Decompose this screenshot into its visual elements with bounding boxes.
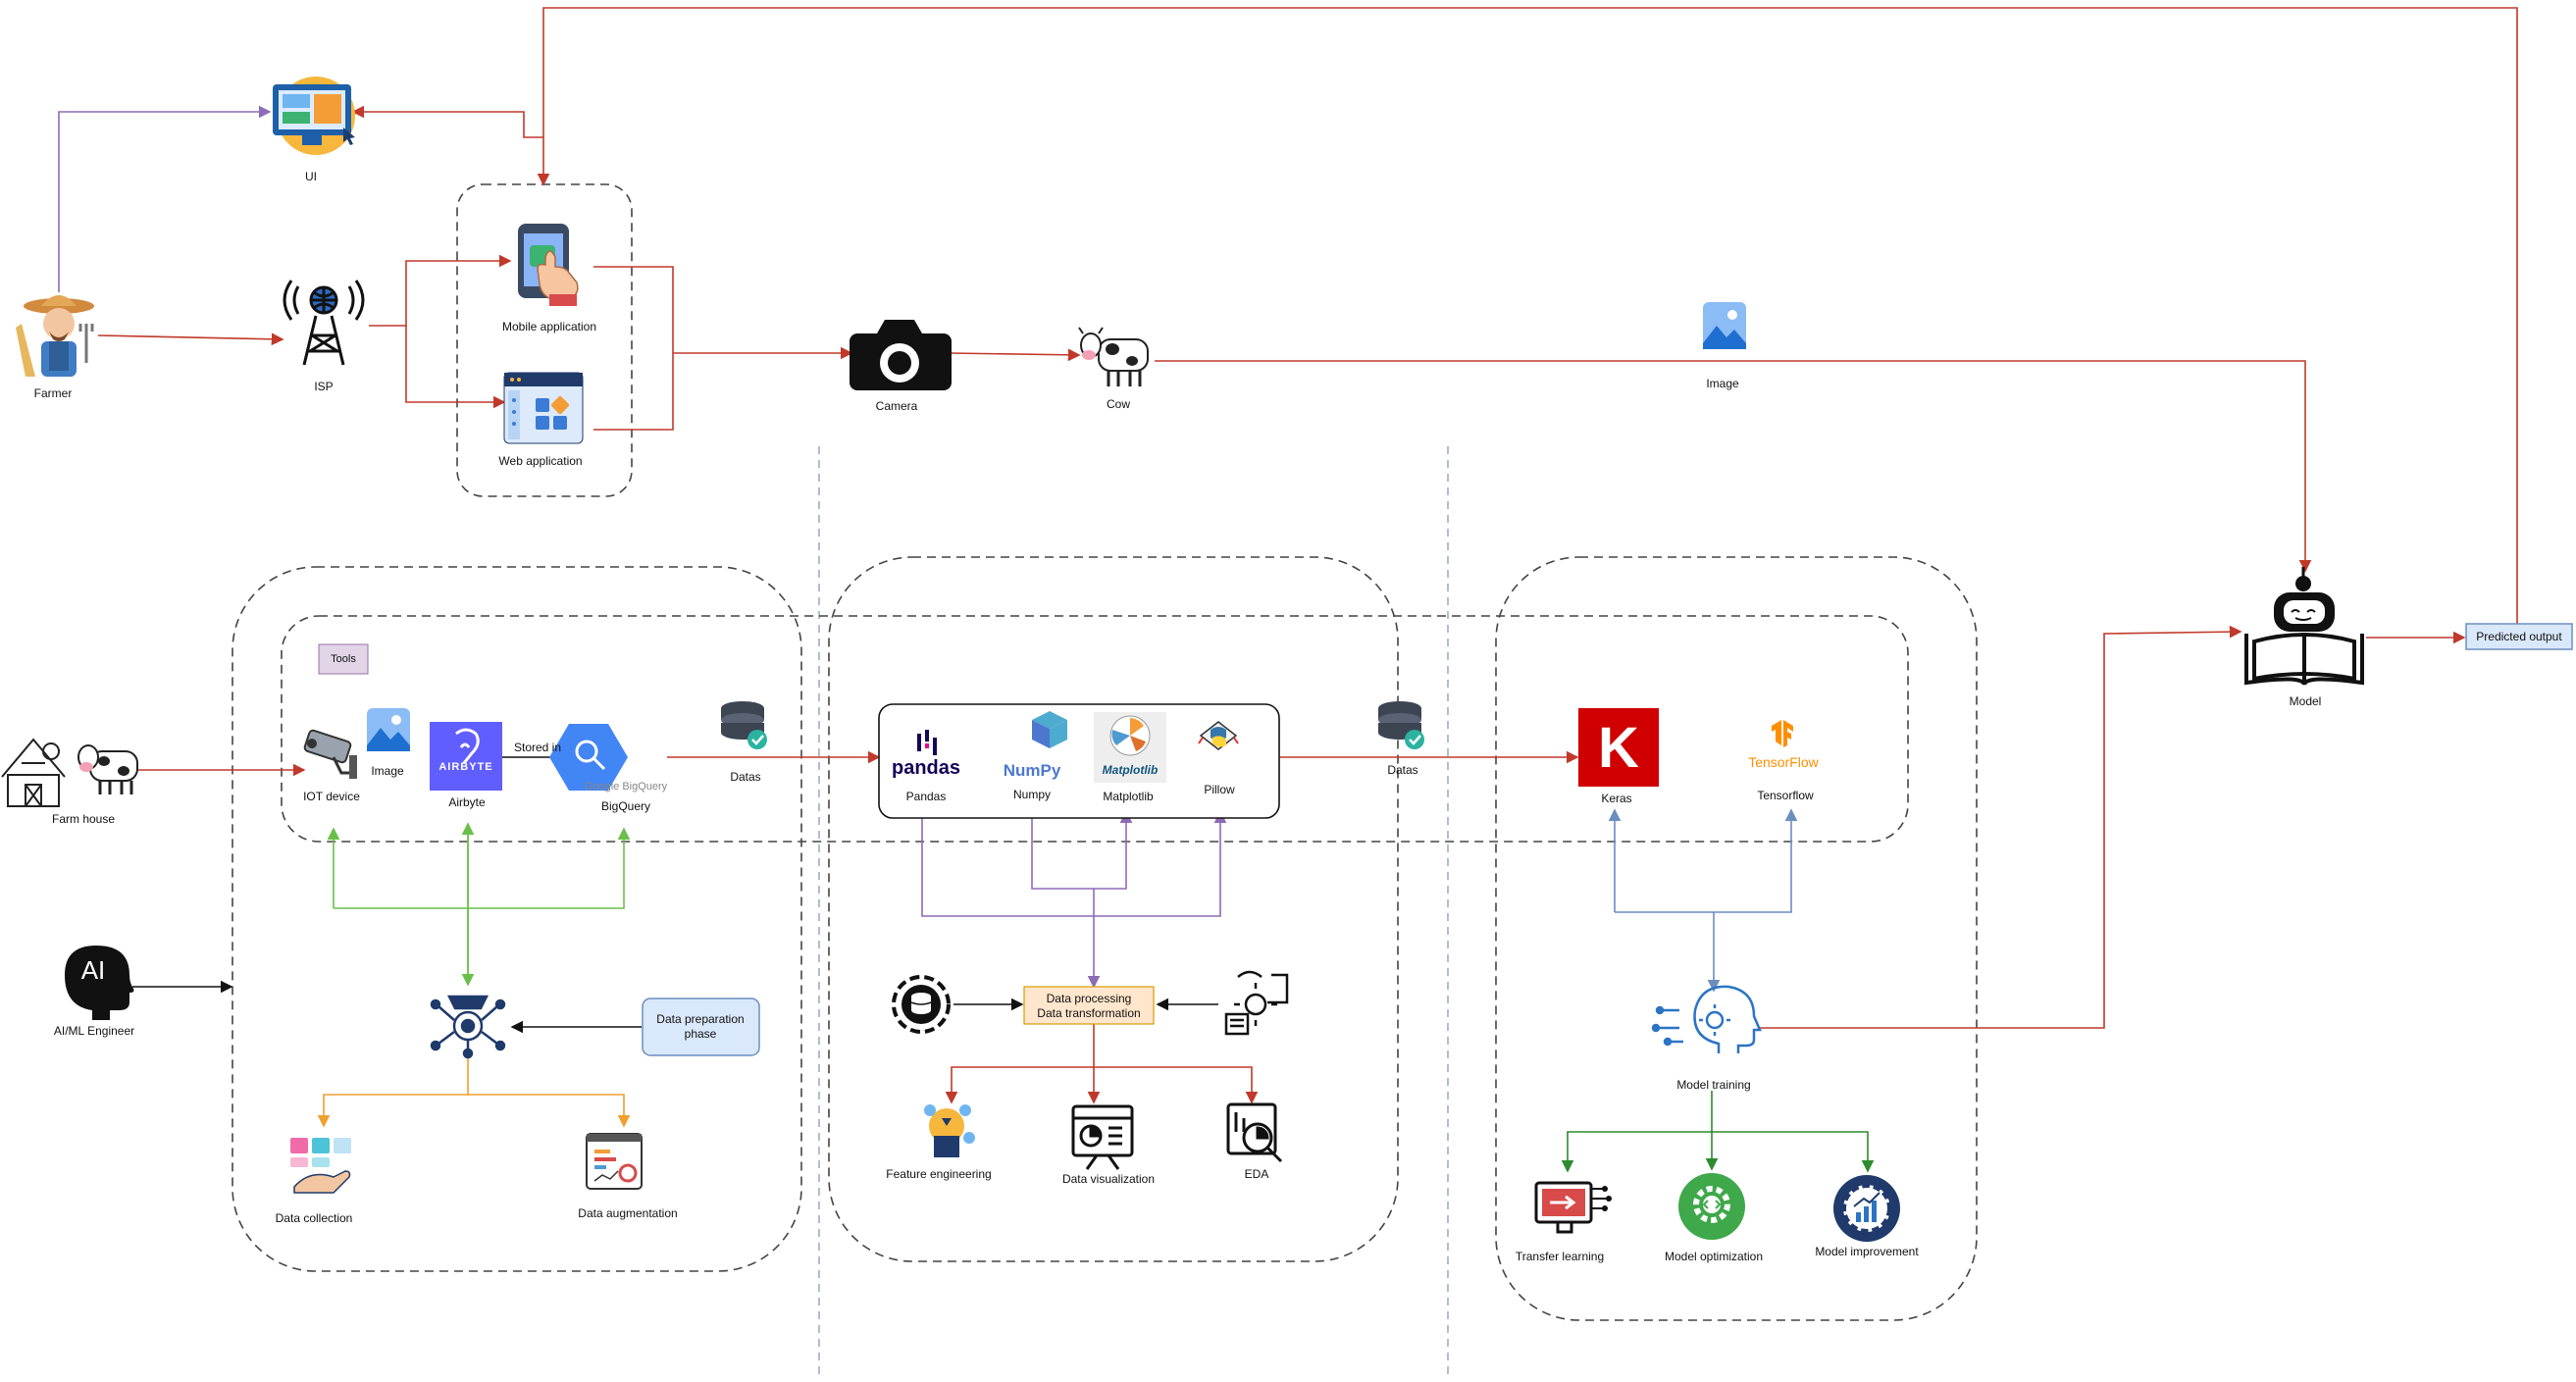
cow-icon (1078, 327, 1149, 386)
tools-badge: Tools (331, 652, 356, 665)
transfer-learning-icon (1534, 1181, 1612, 1234)
model-optimization-icon (1678, 1173, 1745, 1240)
tools-image-icon (367, 708, 410, 751)
engineer-icon-text: AI (80, 955, 106, 985)
collection-section (232, 566, 802, 1272)
ui-label: UI (305, 170, 317, 183)
airbyte-logo (430, 722, 502, 791)
data-prep-line2: phase (684, 1027, 717, 1041)
feature-engineering-label: Feature engineering (886, 1167, 992, 1181)
keras-logo (1578, 708, 1659, 787)
numpy-cube (1032, 711, 1067, 748)
processing-line1: Data processing (1046, 992, 1132, 1005)
tensorflow-logo-text: TensorFlow (1748, 754, 1819, 770)
dashed-groups (232, 183, 1978, 1321)
mobile-app-label: Mobile application (501, 320, 597, 333)
tensorflow-glyph (1772, 720, 1793, 747)
iot-device-label: IOT device (303, 790, 360, 803)
predicted-output-label: Predicted output (2476, 629, 2562, 643)
numpy-logo-text: NumPy (1003, 761, 1061, 780)
farmer-icon (16, 295, 94, 377)
camera-icon (850, 320, 952, 390)
model-improvement-icon (1833, 1175, 1900, 1242)
pandas-logo-text: pandas (891, 757, 961, 779)
matplotlib-logo (1094, 712, 1166, 783)
datas-label-2: Datas (1387, 763, 1418, 777)
data-visualization-icon (1071, 1104, 1134, 1170)
airbyte-glyph (455, 728, 480, 764)
training-section (1495, 556, 1978, 1321)
settings-document-icon (1224, 970, 1289, 1036)
tools-badge-box (318, 643, 369, 675)
data-collection-icon (290, 1138, 351, 1194)
pillow-label: Pillow (1204, 783, 1235, 796)
model-improvement-label: Model improvement (1815, 1245, 1919, 1258)
stored-in-label: Stored in (513, 741, 562, 754)
matplotlib-label: Matplotlib (1103, 790, 1154, 803)
farm-cow-icon (77, 744, 138, 794)
tools-group (281, 615, 1909, 843)
data-hub-icon (430, 995, 506, 1059)
data-collection-label: Data collection (275, 1211, 353, 1225)
database-icon-1 (721, 701, 767, 749)
mobile-app-icon (518, 224, 579, 306)
airbyte-logo-text: AIRBYTE (438, 760, 493, 773)
data-prep-box (642, 998, 760, 1056)
web-app-label: Web application (498, 454, 583, 468)
cow-label: Cow (1106, 397, 1131, 411)
pandas-glyph (917, 730, 937, 755)
python-libraries-box (878, 703, 1280, 819)
model-robot-icon (2244, 567, 2364, 686)
data-augmentation-label: Data augmentation (578, 1206, 678, 1220)
model-optimization-label: Model optimization (1664, 1250, 1764, 1263)
image-icon (1703, 302, 1746, 349)
isp-tower-icon (283, 280, 365, 366)
predicted-output-box (2465, 623, 2573, 650)
ui-monitor-icon (273, 77, 355, 155)
transfer-learning-label: Transfer learning (1515, 1250, 1605, 1263)
matplotlib-logo-text: Matplotlib (1102, 763, 1159, 777)
datas-label-1: Datas (730, 770, 761, 784)
processing-section (828, 556, 1399, 1262)
bigquery-logo-text: Google BigQuery (584, 781, 668, 793)
farmer-label: Farmer (33, 386, 73, 400)
pillow-logo (1198, 721, 1239, 750)
airbyte-label: Airbyte (448, 795, 486, 809)
engineer-label: AI/ML Engineer (53, 1024, 135, 1038)
farm-house-icon (1, 738, 66, 807)
processing-box (1023, 986, 1155, 1025)
database-gear-icon (892, 975, 951, 1034)
data-visualization-label: Data visualization (1061, 1172, 1156, 1186)
eda-icon (1226, 1102, 1283, 1163)
tensorflow-label: Tensorflow (1757, 789, 1814, 802)
model-training-label: Model training (1676, 1078, 1751, 1092)
web-app-icon (503, 372, 584, 444)
farm-house-label: Farm house (51, 812, 116, 826)
numpy-label: Numpy (1012, 788, 1052, 801)
eda-label: EDA (1244, 1167, 1269, 1181)
database-icon-2 (1378, 701, 1424, 749)
pandas-label: Pandas (905, 790, 947, 803)
engineer-head-icon (65, 946, 134, 1020)
model-label: Model (2289, 694, 2322, 708)
keras-label: Keras (1601, 792, 1632, 805)
connectors (58, 7, 2518, 1173)
keras-logo-text: K (1598, 715, 1639, 780)
data-prep-line1: Data preparation (656, 1012, 745, 1026)
bigquery-logo (549, 724, 628, 791)
model-training-icon (1651, 985, 1762, 1053)
camera-label: Camera (875, 399, 918, 413)
data-augmentation-icon (586, 1133, 643, 1190)
bigquery-label: BigQuery (600, 799, 651, 813)
feature-engineering-icon (924, 1104, 975, 1157)
tools-image-label: Image (371, 764, 404, 778)
processing-line2: Data transformation (1037, 1006, 1141, 1020)
iot-device-icon (303, 729, 357, 779)
section-dividers (818, 446, 1449, 1378)
image-label: Image (1706, 377, 1739, 390)
isp-label: ISP (314, 380, 334, 393)
